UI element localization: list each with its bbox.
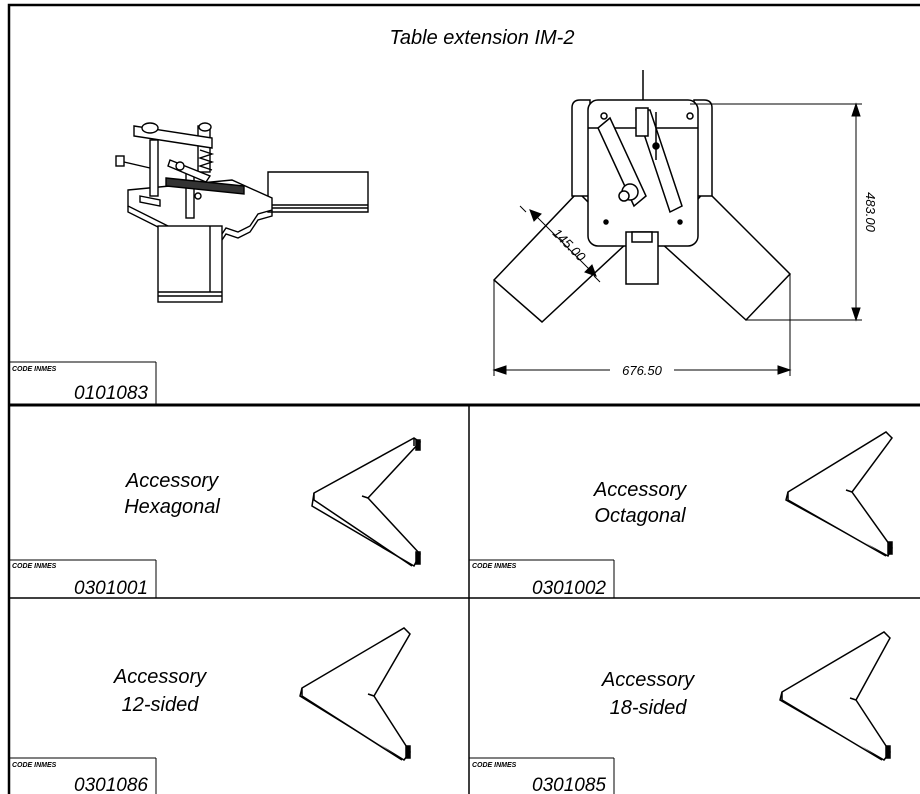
accessory-type: Octagonal (594, 505, 686, 527)
main-title: Table extension IM-2 (390, 27, 575, 49)
accessory-code-label: CODE INMES (472, 563, 517, 570)
hexagonal-accessory-drawing (311, 437, 422, 568)
dimension-width-bg (610, 362, 674, 376)
main-code-label: CODE INMES (12, 366, 57, 373)
accessory-cell-18-sided: Accessory 18-sided CODE INMES 0301085 (469, 631, 891, 794)
main-code-value: 0101083 (74, 383, 148, 404)
isometric-table-view (115, 122, 369, 303)
12-sided-accessory-drawing (299, 627, 411, 761)
octagonal-accessory-drawing (785, 431, 893, 558)
accessory-code-value: 0301002 (532, 578, 606, 599)
accessory-cell-octagonal: Accessory Octagonal CODE INMES 0301002 (469, 431, 893, 599)
accessory-type: 18-sided (610, 697, 688, 719)
accessory-title: Accessory (125, 470, 219, 492)
accessory-code-value: 0301086 (74, 775, 148, 794)
accessory-cell-hexagonal: Accessory Hexagonal CODE INMES 0301001 (9, 437, 422, 599)
accessory-title: Accessory (601, 669, 695, 691)
accessory-title: Accessory (593, 479, 687, 501)
accessory-code-value: 0301085 (532, 775, 606, 794)
accessory-code-label: CODE INMES (12, 762, 57, 769)
main-code-box: CODE INMES 0101083 (9, 361, 157, 405)
top-view-drawing (492, 70, 792, 324)
accessory-code-label: CODE INMES (472, 762, 517, 769)
18-sided-accessory-drawing (779, 631, 891, 761)
sheet-frame (7, 3, 920, 794)
dimension-lines (492, 102, 862, 376)
accessory-code-value: 0301001 (74, 578, 148, 599)
accessory-type: 12-sided (122, 694, 200, 716)
accessory-cell-12-sided: Accessory 12-sided CODE INMES 0301086 (9, 627, 411, 794)
dimension-height-label: 483.00 (863, 192, 878, 233)
accessory-type: Hexagonal (124, 496, 220, 518)
accessory-title: Accessory (113, 666, 207, 688)
accessory-code-label: CODE INMES (12, 563, 57, 570)
dimension-width-label: 676.50 (622, 363, 663, 378)
